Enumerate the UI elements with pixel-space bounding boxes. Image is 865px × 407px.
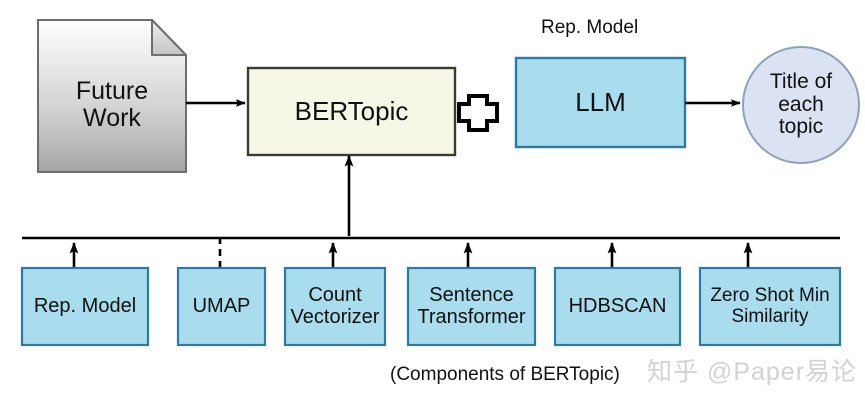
component-box-umap[interactable]	[176, 266, 267, 347]
rep-model-caption: Rep. Model	[541, 17, 639, 38]
component-box-rep-model[interactable]	[20, 266, 150, 347]
shape-bertopic-box	[246, 66, 457, 157]
shape-input-document	[37, 19, 187, 173]
figure-caption: (Components of BERTopic)	[390, 364, 620, 385]
shape-llm-box	[514, 56, 687, 149]
component-box-count-vectorizer[interactable]	[283, 266, 387, 347]
plus-icon	[457, 94, 499, 132]
component-box-sentence-transformer[interactable]	[406, 266, 537, 347]
shape-output-circle	[742, 46, 860, 164]
component-box-hdbscan[interactable]	[553, 266, 682, 347]
watermark-label: 知乎 @Paper易论	[647, 358, 858, 386]
component-box-zero-shot[interactable]	[698, 266, 842, 347]
